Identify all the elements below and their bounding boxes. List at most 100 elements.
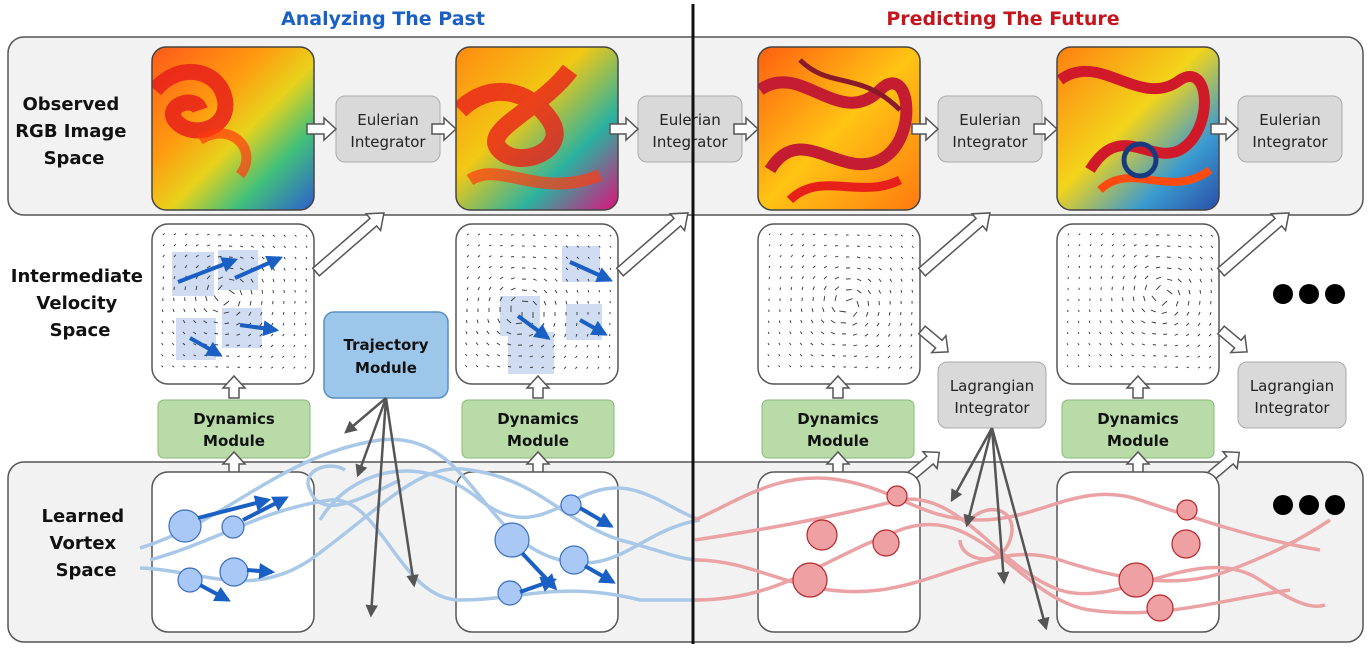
quiver-arrow: [799, 342, 803, 346]
quiver-arrow: [1177, 256, 1182, 259]
quiver-arrow: [228, 267, 234, 270]
quiver-arrow: [261, 278, 264, 283]
quiver-arrow: [293, 311, 296, 315]
quiver-arrow: [195, 254, 199, 258]
quiver-arrow: [510, 266, 515, 269]
quiver-arrow: [466, 265, 469, 269]
quiver-arrow: [831, 343, 836, 346]
quiver-arrow: [778, 342, 781, 346]
quiver-arrow: [1186, 366, 1190, 369]
quiver-arrow: [1197, 355, 1201, 358]
quiver-arrow: [1155, 255, 1160, 258]
quiver-arrow: [587, 234, 590, 237]
quiver-arrow: [821, 365, 825, 368]
quiver-arrow: [1188, 245, 1192, 248]
quiver-arrow: [239, 278, 244, 283]
quiver-arrow: [575, 333, 578, 337]
quiver-arrow: [575, 322, 578, 326]
quiver-arrow: [1177, 267, 1182, 271]
quiver-arrow: [1210, 256, 1214, 260]
vertical-flow-arrows: [221, 374, 1151, 475]
quiver-arrow: [193, 354, 197, 357]
quiver-arrow: [767, 365, 770, 368]
quiver-arrow: [812, 254, 816, 258]
quiver-arrow: [532, 300, 538, 306]
quiver-arrow: [1088, 320, 1091, 324]
quiver-arrow: [486, 365, 490, 368]
quiver-arrow: [575, 344, 578, 348]
quiver-arrow: [867, 289, 871, 295]
quiver-arrow: [811, 308, 814, 313]
quiver-arrow: [195, 233, 199, 236]
quiver-arrow: [856, 289, 862, 294]
quiver-arrow: [465, 319, 468, 324]
quiver-arrow: [499, 244, 503, 247]
quiver-arrow: [499, 266, 504, 269]
quiver-arrow: [554, 234, 558, 237]
quiver-arrow: [259, 322, 263, 326]
quiver-arrow: [214, 332, 219, 335]
quiver-arrow: [1077, 320, 1080, 324]
quiver-arrow: [172, 308, 175, 313]
quiver-arrow: [486, 353, 490, 357]
quiver-arrow: [1122, 254, 1126, 258]
quiver-arrow: [852, 333, 858, 336]
quiver-arrow: [597, 355, 600, 359]
quiver-arrow: [1122, 286, 1124, 291]
quiver-arrow: [228, 278, 235, 281]
quiver-arrow: [889, 245, 893, 248]
quiver-arrow: [1199, 245, 1203, 249]
quiver-arrow: [1197, 344, 1201, 348]
quiver-arrow: [801, 265, 805, 269]
quiver-arrow: [182, 331, 186, 335]
quiver-arrow: [283, 278, 286, 282]
velocity-field-2: [455, 223, 619, 385]
quiver-arrow: [540, 344, 545, 348]
quiver-arrow: [1141, 343, 1146, 346]
quiver-arrow: [576, 245, 579, 248]
quiver-arrow: [911, 267, 914, 271]
row-label-observed: Observed RGB Image Space: [15, 94, 133, 169]
quiver-arrow: [304, 344, 307, 348]
quiver-arrow: [778, 320, 781, 324]
quiver-arrow: [801, 233, 805, 236]
observed-image-3: [757, 46, 921, 211]
quiver-arrow: [910, 355, 913, 359]
quiver-arrow: [867, 267, 872, 271]
quiver-arrow: [261, 267, 265, 271]
quiver-arrow: [532, 289, 538, 293]
quiver-arrow: [898, 366, 902, 369]
quiver-arrow: [1067, 265, 1070, 269]
quiver-arrow: [876, 366, 880, 369]
quiver-arrow: [528, 333, 534, 337]
quiver-arrow: [239, 245, 244, 248]
quiver-arrow: [228, 289, 235, 295]
quiver-arrow: [565, 267, 569, 271]
quiver-arrow: [465, 353, 468, 357]
quiver-arrow: [768, 276, 771, 280]
quiver-arrow: [466, 287, 469, 291]
quiver-arrow: [543, 289, 548, 294]
quiver-arrow: [832, 366, 836, 368]
quiver-arrow: [900, 267, 903, 271]
quiver-arrow: [487, 319, 490, 324]
quiver-arrow: [911, 278, 914, 282]
quiver-arrow: [554, 289, 558, 294]
quiver-arrow: [195, 285, 198, 291]
quiver-arrow: [272, 245, 276, 249]
quiver-arrow: [887, 355, 891, 359]
quiver-arrow: [608, 355, 611, 358]
quiver-arrow: [203, 332, 208, 335]
quiver-arrow: [1133, 275, 1137, 280]
quiver-arrow: [161, 365, 164, 368]
quiver-arrow: [529, 366, 534, 369]
quiver-arrow: [554, 300, 557, 305]
quiver-arrow: [1078, 244, 1081, 247]
quiver-arrow: [768, 244, 771, 247]
quiver-arrow: [1088, 331, 1091, 335]
quiver-arrow: [1151, 321, 1157, 324]
quiver-arrow: [1088, 354, 1091, 357]
quiver-arrow: [1100, 254, 1103, 258]
quiver-arrow: [476, 319, 479, 324]
